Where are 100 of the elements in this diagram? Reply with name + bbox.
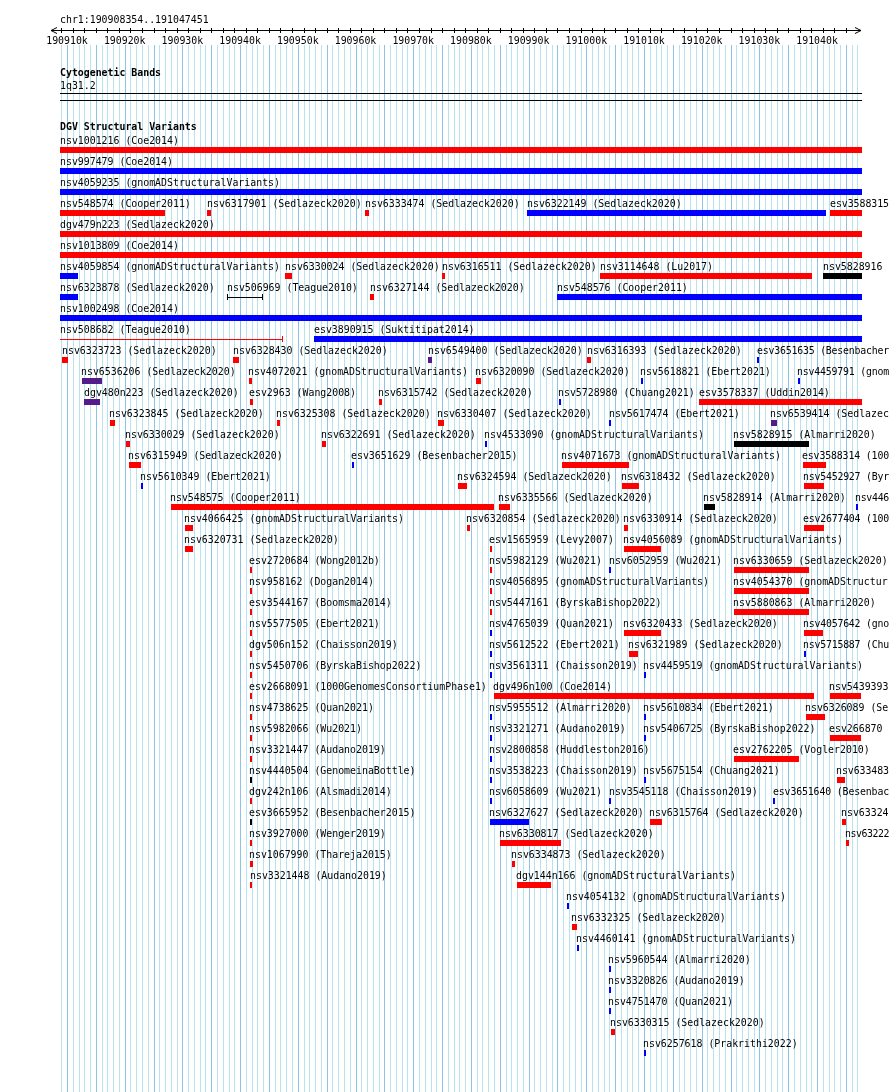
variant-label: esv2677404 (100 bbox=[803, 513, 889, 524]
variant-label: nsv4059235 (gnomADStructuralVariants) bbox=[60, 177, 280, 188]
variant-label: esv266870 bbox=[829, 723, 883, 734]
variant-label: nsv6323723 (Sedlazeck2020) bbox=[62, 345, 217, 356]
variant-label: nsv5982129 (Wu2021) bbox=[489, 555, 602, 566]
tick-label: 190950k bbox=[277, 35, 319, 46]
variant-label: nsv63222 bbox=[845, 828, 889, 839]
variant-label: esv2720684 (Wong2012b) bbox=[249, 555, 380, 566]
tick-label: 191040k bbox=[796, 35, 838, 46]
variant-label: nsv4460141 (gnomADStructuralVariants) bbox=[576, 933, 796, 944]
variant-label: nsv1002498 (Coe2014) bbox=[60, 303, 179, 314]
variant-label: nsv6322691 (Sedlazeck2020) bbox=[321, 429, 476, 440]
tick-label: 190930k bbox=[161, 35, 204, 46]
variant-label: nsv958162 (Dogan2014) bbox=[249, 576, 374, 587]
variant-label: dgv242n106 (Alsmadi2014) bbox=[249, 786, 392, 797]
tick-label: 190960k bbox=[334, 35, 377, 46]
tick-label: 190940k bbox=[219, 35, 261, 46]
tick-label: 191020k bbox=[680, 35, 723, 46]
variant-label: nsv5675154 (Chuang2021) bbox=[643, 765, 780, 776]
variant-label: nsv5447161 (ByrskaBishop2022) bbox=[489, 597, 662, 608]
variant-label: esv3544167 (Boomsma2014) bbox=[249, 597, 392, 608]
variant-label: nsv5982066 (Wu2021) bbox=[249, 723, 362, 734]
variant-label: esv3578337 (Uddin2014) bbox=[699, 387, 830, 398]
variant-label: nsv2800858 (Huddleston2016) bbox=[489, 744, 650, 755]
variant-label: nsv6330407 (Sedlazeck2020) bbox=[437, 408, 592, 419]
track-title: Cytogenetic Bands bbox=[60, 67, 162, 78]
variant-label: esv3651629 (Besenbacher2015) bbox=[351, 450, 518, 461]
variant-label: nsv6330817 (Sedlazeck2020) bbox=[499, 828, 654, 839]
variant-label: nsv3561311 (Chaisson2019) bbox=[489, 660, 638, 671]
variant-label: nsv4072021 (gnomADStructuralVariants) bbox=[248, 366, 468, 377]
variant-label: nsv3545118 (Chaisson2019) bbox=[609, 786, 758, 797]
variant-label: nsv3320826 (Audano2019) bbox=[608, 975, 745, 986]
variant-label: nsv4071673 (gnomADStructuralVariants) bbox=[561, 450, 781, 461]
variant-label: nsv5880863 (Almarri2020) bbox=[733, 597, 876, 608]
variant-label: nsv1001216 (Coe2014) bbox=[60, 135, 179, 146]
variant-label: nsv4459519 (gnomADStructuralVariants) bbox=[643, 660, 863, 671]
variant-label: esv2963 (Wang2008) bbox=[249, 387, 356, 398]
variant-label: nsv6320433 (Sedlazeck2020) bbox=[623, 618, 778, 629]
variant-label: nsv6257618 (Prakrithi2022) bbox=[643, 1038, 798, 1049]
variant-label: dgv496n100 (Coe2014) bbox=[493, 681, 612, 692]
variant-label: esv3665952 (Besenbacher2015) bbox=[249, 807, 416, 818]
variant-label: nsv6317901 (Sedlazeck2020) bbox=[207, 198, 362, 209]
variant-label: nsv6549400 (Sedlazeck2020) bbox=[428, 345, 583, 356]
variant-label: nsv508682 (Teague2010) bbox=[60, 324, 191, 335]
variant-label: nsv6539414 (Sedlazec bbox=[770, 408, 889, 419]
variant-label: nsv5452927 (Byr bbox=[803, 471, 889, 482]
variant-label: nsv5577505 (Ebert2021) bbox=[249, 618, 380, 629]
variant-label: nsv4738625 (Quan2021) bbox=[249, 702, 374, 713]
variant-label: esv3588315 bbox=[830, 198, 889, 209]
variant-label: nsv3321271 (Audano2019) bbox=[489, 723, 626, 734]
variant-label: nsv997479 (Coe2014) bbox=[60, 156, 173, 167]
variant-label: nsv6536206 (Sedlazeck2020) bbox=[81, 366, 236, 377]
variant-label: nsv4440504 (GenomeinaBottle) bbox=[249, 765, 416, 776]
variant-label: nsv6318432 (Sedlazeck2020) bbox=[621, 471, 776, 482]
tick-label: 191030k bbox=[738, 35, 781, 46]
variant-label: nsv6330029 (Sedlazeck2020) bbox=[125, 429, 280, 440]
variant-label: nsv6335566 (Sedlazeck2020) bbox=[498, 492, 653, 503]
variant-label: nsv5610349 (Ebert2021) bbox=[140, 471, 271, 482]
variant-label: nsv548575 (Cooper2011) bbox=[170, 492, 301, 503]
variant-label: nsv4059854 (gnomADStructuralVariants) bbox=[60, 261, 280, 272]
variant-label: nsv5960544 (Almarri2020) bbox=[608, 954, 751, 965]
variant-label: nsv6333474 (Sedlazeck2020) bbox=[365, 198, 520, 209]
variant-label: nsv5618821 (Ebert2021) bbox=[640, 366, 771, 377]
variant-label: nsv6316511 (Sedlazeck2020) bbox=[442, 261, 597, 272]
variant-label: nsv4533090 (gnomADStructuralVariants) bbox=[484, 429, 704, 440]
tick-label: 190980k bbox=[450, 35, 492, 46]
variant-label: nsv6330914 (Sedlazeck2020) bbox=[623, 513, 778, 524]
variant-label: nsv6330659 (Sedlazeck2020) bbox=[733, 555, 888, 566]
variant-label: nsv4066425 (gnomADStructuralVariants) bbox=[184, 513, 404, 524]
variant-label: nsv6326089 (Se bbox=[805, 702, 889, 713]
variant-label: nsv5728980 (Chuang2021) bbox=[558, 387, 695, 398]
variant-label: esv2762205 (Vogler2010) bbox=[733, 744, 870, 755]
variant-label: nsv6321989 (Sedlazeck2020) bbox=[628, 639, 783, 650]
variant-label: nsv6320090 (Sedlazeck2020) bbox=[475, 366, 630, 377]
variant-label: nsv6328430 (Sedlazeck2020) bbox=[233, 345, 388, 356]
variant-label: nsv5439393 bbox=[829, 681, 889, 692]
variant-label: esv1565959 (Levy2007) bbox=[489, 534, 614, 545]
variant-label: nsv6320731 (Sedlazeck2020) bbox=[184, 534, 339, 545]
variant-label: dgv144n166 (gnomADStructuralVariants) bbox=[516, 870, 736, 881]
variant-label: nsv4765039 (Quan2021) bbox=[489, 618, 614, 629]
variant-label: nsv6325308 (Sedlazeck2020) bbox=[276, 408, 431, 419]
variant-label: nsv6323878 (Sedlazeck2020) bbox=[60, 282, 215, 293]
variant-label: nsv6315949 (Sedlazeck2020) bbox=[128, 450, 283, 461]
variant-label: nsv6315742 (Sedlazeck2020) bbox=[378, 387, 533, 398]
variant-label: nsv3114648 (Lu2017) bbox=[600, 261, 713, 272]
variant-label: nsv5612522 (Ebert2021) bbox=[489, 639, 620, 650]
variant-label: nsv6323845 (Sedlazeck2020) bbox=[109, 408, 264, 419]
variant-label: nsv5617474 (Ebert2021) bbox=[609, 408, 740, 419]
variant-label: nsv6334873 (Sedlazeck2020) bbox=[511, 849, 666, 860]
variant-label: nsv446 bbox=[855, 492, 889, 503]
tick-label: 190970k bbox=[392, 35, 434, 46]
variant-label: nsv4751470 (Quan2021) bbox=[608, 996, 733, 1007]
tick-label: 190920k bbox=[103, 35, 146, 46]
variant-label: nsv4459791 (gnom bbox=[797, 366, 889, 377]
variant-label: nsv548574 (Cooper2011) bbox=[60, 198, 191, 209]
variant-label: nsv5828916 bbox=[823, 261, 883, 272]
variant-label: nsv6330315 (Sedlazeck2020) bbox=[610, 1017, 765, 1028]
variant-label: nsv6332325 (Sedlazeck2020) bbox=[571, 912, 726, 923]
variant-label: esv3651635 (Besenbacher bbox=[757, 345, 889, 356]
track-title: DGV Structural Variants bbox=[60, 121, 197, 132]
